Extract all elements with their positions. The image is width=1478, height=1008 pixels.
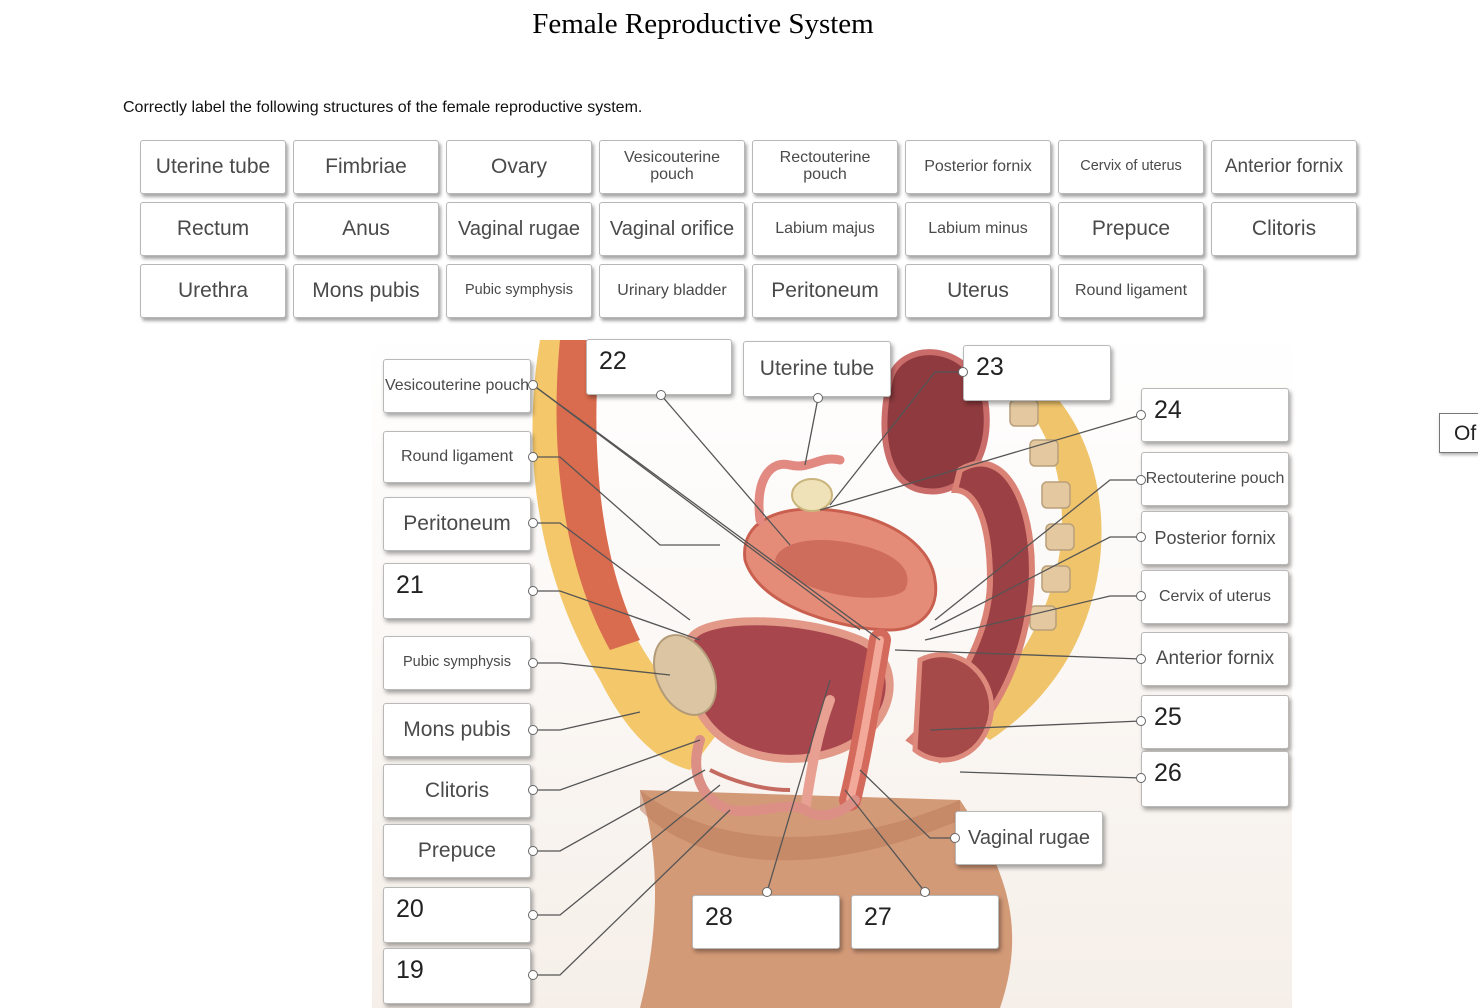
chip-urethra[interactable]: Urethra (140, 264, 286, 318)
target-28[interactable]: 28 (692, 895, 840, 949)
target-rectouterine-pouch[interactable]: Rectouterine pouch (1141, 452, 1289, 506)
instruction-text: Correctly label the following structures… (123, 99, 643, 116)
chip-round-ligament[interactable]: Round ligament (1058, 264, 1204, 318)
target-23[interactable]: 23 (963, 345, 1111, 401)
page-title: Female Reproductive System (532, 8, 874, 40)
chip-rectouterine-pouch[interactable]: Rectouterine pouch (752, 140, 898, 194)
chip-labium-majus[interactable]: Labium majus (752, 202, 898, 256)
chip-anus[interactable]: Anus (293, 202, 439, 256)
chip-pubic-symphysis[interactable]: Pubic symphysis (446, 264, 592, 318)
target-24[interactable]: 24 (1141, 388, 1289, 442)
chip-peritoneum[interactable]: Peritoneum (752, 264, 898, 318)
target-round-ligament[interactable]: Round ligament (383, 431, 531, 483)
chip-vesicouterine-pouch[interactable]: Vesicouterine pouch (599, 140, 745, 194)
target-22[interactable]: 22 (586, 339, 732, 395)
chip-mons-pubis[interactable]: Mons pubis (293, 264, 439, 318)
chip-labium-minus[interactable]: Labium minus (905, 202, 1051, 256)
chip-uterus[interactable]: Uterus (905, 264, 1051, 318)
chip-urinary-bladder[interactable]: Urinary bladder (599, 264, 745, 318)
chip-uterine-tube[interactable]: Uterine tube (140, 140, 286, 194)
chip-clitoris[interactable]: Clitoris (1211, 202, 1357, 256)
chip-rectum[interactable]: Rectum (140, 202, 286, 256)
chip-vaginal-orifice[interactable]: Vaginal orifice (599, 202, 745, 256)
chip-fimbriae[interactable]: Fimbriae (293, 140, 439, 194)
chip-cervix-of-uterus[interactable]: Cervix of uterus (1058, 140, 1204, 194)
chip-prepuce[interactable]: Prepuce (1058, 202, 1204, 256)
target-pubic-symphysis[interactable]: Pubic symphysis (383, 636, 531, 690)
target-27[interactable]: 27 (851, 895, 999, 949)
target-vesicouterine-pouch[interactable]: Vesicouterine pouch (383, 359, 531, 413)
target-19[interactable]: 19 (383, 948, 531, 1004)
target-prepuce[interactable]: Prepuce (383, 824, 531, 878)
label-bank: Uterine tube Fimbriae Ovary Vesicouterin… (140, 140, 1364, 324)
target-21[interactable]: 21 (383, 563, 531, 619)
target-anterior-fornix[interactable]: Anterior fornix (1141, 632, 1289, 686)
target-clitoris[interactable]: Clitoris (383, 764, 531, 818)
target-mons-pubis[interactable]: Mons pubis (383, 703, 531, 757)
target-uterine-tube[interactable]: Uterine tube (743, 341, 891, 397)
chip-ovary[interactable]: Ovary (446, 140, 592, 194)
chip-posterior-fornix[interactable]: Posterior fornix (905, 140, 1051, 194)
target-vaginal-rugae[interactable]: Vaginal rugae (955, 811, 1103, 865)
chip-anterior-fornix[interactable]: Anterior fornix (1211, 140, 1357, 194)
target-peritoneum[interactable]: Peritoneum (383, 497, 531, 551)
target-25[interactable]: 25 (1141, 695, 1289, 749)
side-panel-tab[interactable]: Of (1439, 413, 1478, 453)
chip-vaginal-rugae[interactable]: Vaginal rugae (446, 202, 592, 256)
target-26[interactable]: 26 (1141, 751, 1289, 807)
target-cervix-of-uterus[interactable]: Cervix of uterus (1141, 570, 1289, 624)
target-20[interactable]: 20 (383, 887, 531, 943)
target-posterior-fornix[interactable]: Posterior fornix (1141, 511, 1289, 565)
